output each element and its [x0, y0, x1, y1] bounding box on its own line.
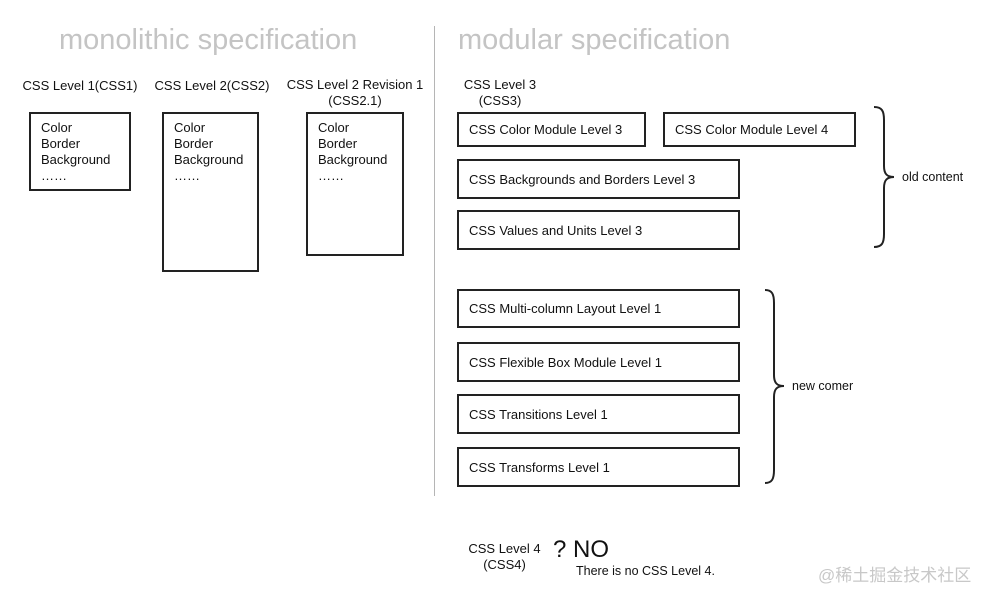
module-transitions: CSS Transitions Level 1 [457, 394, 740, 434]
level2-title: CSS Level 2(CSS2) [142, 78, 282, 94]
level1-item: Color [41, 120, 73, 135]
module-label: CSS Values and Units Level 3 [469, 222, 643, 238]
level21-box: Color Border Background …… [306, 112, 404, 256]
level1-title-line: CSS Level 1(CSS1) [22, 78, 138, 93]
module-values-units: CSS Values and Units Level 3 [457, 210, 740, 250]
watermark: @稀土掘金技术社区 [818, 566, 972, 585]
module-label: CSS Backgrounds and Borders Level 3 [469, 171, 696, 187]
level1-item: Background [41, 152, 111, 167]
level21-title-line: (CSS2.1) [328, 93, 382, 108]
level1-title: CSS Level 1(CSS1) [10, 78, 150, 94]
module-label: CSS Transforms Level 1 [469, 459, 610, 475]
module-label: CSS Color Module Level 4 [675, 122, 829, 137]
level2-item: Color [174, 120, 206, 135]
new-comer-brace [764, 289, 785, 484]
level2-item: …… [174, 168, 200, 183]
level1-box: Color Border Background …… [29, 112, 131, 191]
level1-item: …… [41, 168, 67, 183]
level21-title-line: CSS Level 2 Revision 1 [286, 77, 424, 92]
level3-title: CSS Level 3 (CSS3) [460, 77, 540, 109]
level4-answer: NO [573, 536, 609, 563]
level21-item: Color [318, 120, 350, 135]
level21-item: Border [318, 136, 358, 151]
module-label: CSS Color Module Level 3 [469, 122, 623, 137]
old-content-label: old content [902, 170, 964, 184]
module-multicolumn: CSS Multi-column Layout Level 1 [457, 289, 740, 328]
module-label: CSS Multi-column Layout Level 1 [469, 301, 662, 316]
level3-title-line: CSS Level 3 [463, 77, 537, 92]
level2-item: Border [174, 136, 214, 151]
module-backgrounds-borders: CSS Backgrounds and Borders Level 3 [457, 159, 740, 199]
module-color-l4: CSS Color Module Level 4 [663, 112, 856, 147]
module-color-l3: CSS Color Module Level 3 [457, 112, 646, 147]
module-transforms: CSS Transforms Level 1 [457, 447, 740, 487]
section-divider [434, 26, 435, 496]
modular-heading: modular specification [458, 24, 731, 56]
level3-title-line: (CSS3) [478, 93, 522, 108]
module-label: CSS Transitions Level 1 [469, 406, 608, 422]
level21-title: CSS Level 2 Revision 1 (CSS2.1) [280, 77, 430, 109]
new-comer-label: new comer [792, 379, 854, 393]
level21-item: Background [318, 152, 388, 167]
module-flexbox: CSS Flexible Box Module Level 1 [457, 342, 740, 382]
old-content-brace [873, 106, 895, 248]
level21-item: …… [318, 168, 344, 183]
level4-title: CSS Level 4 (CSS4) [462, 541, 547, 573]
level2-item: Background [174, 152, 244, 167]
module-label: CSS Flexible Box Module Level 1 [469, 354, 662, 370]
level4-question: ? [553, 536, 567, 563]
level2-title-line: CSS Level 2(CSS2) [154, 78, 270, 93]
level4-note: There is no CSS Level 4. [576, 564, 715, 578]
level4-title-line: CSS Level 4 [468, 541, 541, 556]
level2-box: Color Border Background …… [162, 112, 259, 272]
monolithic-heading: monolithic specification [59, 24, 358, 56]
level1-item: Border [41, 136, 81, 151]
level4-title-line: (CSS4) [483, 557, 526, 572]
